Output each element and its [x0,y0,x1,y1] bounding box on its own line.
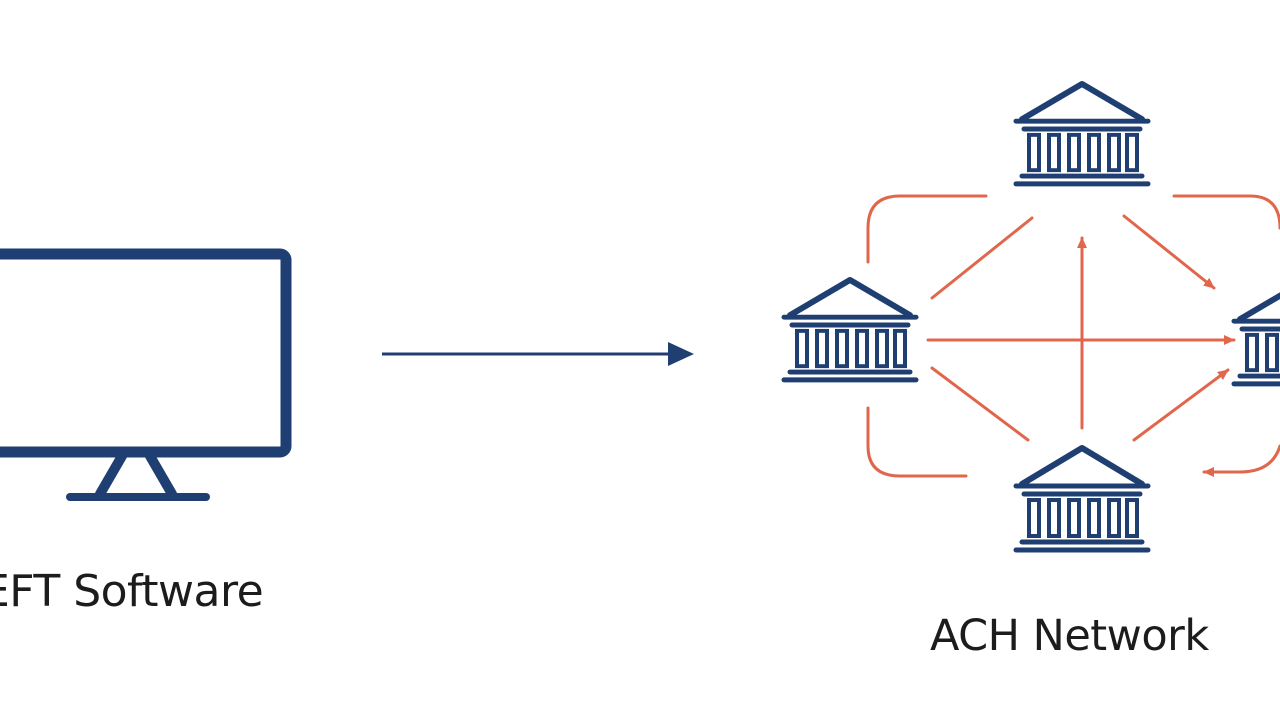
network-link-left-to-bottom [930,366,1030,442]
network-link-top-to-right [1122,214,1216,290]
network-link-top-left-curve [866,194,988,264]
bank-icon-bottom [1016,448,1148,550]
network-link-left-to-top [930,216,1034,300]
network-link-bottom-right-curve [1202,444,1280,477]
network-link-bottom-left-curve [866,406,968,478]
network-label: ACH Network [930,611,1209,661]
software-label: EFT Software [0,566,264,617]
network-link-top-right-curve [1172,194,1280,230]
software-to-network-arrowhead [668,342,694,366]
bank-icon-right [1234,284,1280,384]
computer-monitor-icon [0,248,292,501]
network-link-bottom-to-right [1132,368,1230,442]
bank-icon-top [1016,84,1148,184]
network-links [866,194,1280,478]
bank-icon-left [784,280,916,380]
